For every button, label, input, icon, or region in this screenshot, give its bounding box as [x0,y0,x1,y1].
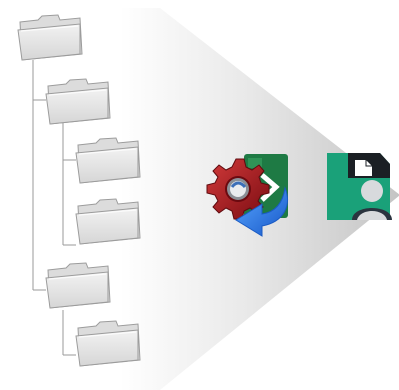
folder-icon [45,78,111,125]
output-icon [327,153,392,220]
blue-curved-arrow-icon [235,186,288,237]
folder-icon [75,198,141,245]
tree-lines [32,60,76,356]
gear-icon [206,158,270,220]
folder-icon [75,320,141,367]
folder-icon [75,137,141,184]
folder-icon [17,14,83,61]
user-avatar-icon [352,180,392,220]
folder-icon [45,262,111,309]
excel-document-icon [327,153,390,220]
converter [206,154,288,237]
